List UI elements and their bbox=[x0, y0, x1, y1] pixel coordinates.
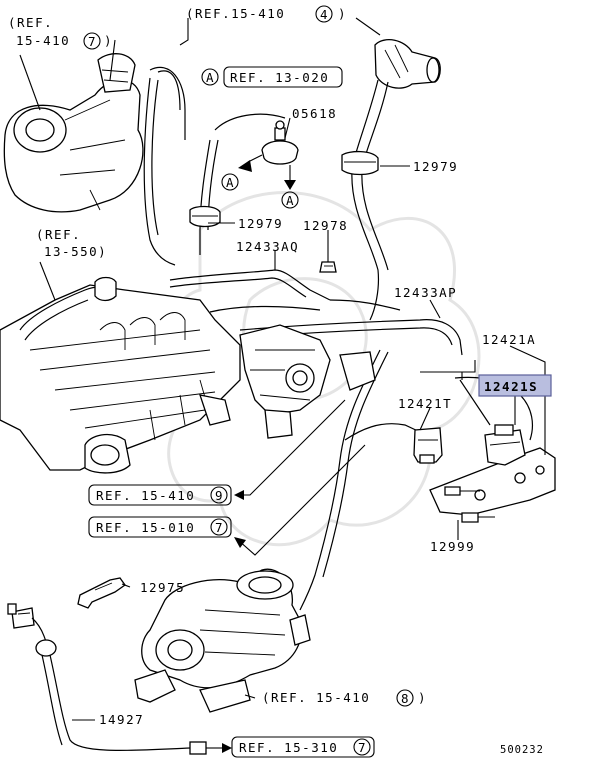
part-label-12999[interactable]: 12999 bbox=[430, 539, 475, 554]
arrow-down-icon bbox=[284, 180, 296, 190]
ref-text: (REF. bbox=[8, 15, 53, 30]
arrow-left-icon bbox=[238, 160, 252, 172]
part-label-12978[interactable]: 12978 bbox=[303, 218, 348, 233]
ref-number: 13-550) bbox=[44, 244, 107, 259]
ref-circle-number: 8 bbox=[401, 691, 410, 706]
marker-a-down: A bbox=[281, 191, 299, 209]
arrow-right-icon bbox=[222, 743, 232, 753]
marker-a: A bbox=[286, 193, 295, 208]
throttle-assembly bbox=[239, 324, 376, 439]
part-label-12975[interactable]: 12975 bbox=[140, 580, 185, 595]
top-fitting bbox=[374, 39, 441, 89]
ref-circle-number: 7 bbox=[215, 520, 224, 535]
ref-text: REF. 15-310 bbox=[239, 740, 338, 755]
part-label-12421S-highlight[interactable]: 12421S bbox=[478, 374, 552, 397]
ref-circle-number: 7 bbox=[358, 740, 367, 755]
intake-manifold bbox=[0, 276, 241, 474]
ref-text: REF. 15-010 bbox=[96, 520, 195, 535]
lower-turbocharger bbox=[134, 568, 311, 713]
clamps-12979 bbox=[189, 150, 379, 228]
ref-15-410-9[interactable]: REF. 15-410 9 bbox=[88, 484, 232, 506]
diagram-id: 500232 bbox=[500, 744, 544, 756]
arrow-left-icon bbox=[234, 490, 244, 500]
sensor-12421T bbox=[413, 427, 443, 464]
part-label-12979[interactable]: 12979 bbox=[413, 159, 458, 174]
part-label-12979[interactable]: 12979 bbox=[238, 216, 283, 231]
part-label-12421T[interactable]: 12421T bbox=[398, 396, 452, 411]
ref-close: ) bbox=[104, 33, 113, 48]
ref-close: ) bbox=[338, 6, 347, 21]
part-label-14927[interactable]: 14927 bbox=[99, 712, 144, 727]
upper-turbocharger bbox=[3, 53, 144, 213]
part-label-05618[interactable]: 05618 bbox=[292, 106, 337, 121]
ref-13-020[interactable]: A REF. 13-020 bbox=[201, 66, 343, 88]
ref-15-010-7[interactable]: REF. 15-010 7 bbox=[88, 516, 232, 538]
ref-number: 15-410 bbox=[16, 33, 70, 48]
solenoid-bracket bbox=[429, 424, 556, 516]
ref-text: (REF. bbox=[36, 227, 81, 242]
valve-05618 bbox=[238, 120, 299, 190]
part-label-12421A[interactable]: 12421A bbox=[482, 332, 536, 347]
ref-close: ) bbox=[418, 690, 427, 705]
ref-15-310-7[interactable]: REF. 15-310 7 bbox=[231, 736, 375, 758]
part-label-12421S: 12421S bbox=[484, 379, 538, 394]
marker-a-left: A bbox=[221, 173, 239, 191]
bracket-12975 bbox=[77, 577, 126, 609]
ref-top-left[interactable]: (REF. 15-410 7 ) bbox=[8, 15, 113, 50]
ref-13-550[interactable]: (REF. 13-550) bbox=[36, 227, 107, 259]
ref-circle-number: 4 bbox=[320, 7, 329, 22]
part-label-12433AQ[interactable]: 12433AQ bbox=[236, 239, 299, 254]
highlight-box bbox=[478, 374, 552, 397]
ref-15-410-8[interactable]: (REF. 15-410 8 ) bbox=[262, 689, 427, 707]
arrow-up-left-icon bbox=[234, 537, 246, 548]
ref-text: REF. 13-020 bbox=[230, 70, 329, 85]
ref-text: (REF. 15-410 bbox=[262, 690, 370, 705]
part-label-12433AP[interactable]: 12433AP bbox=[394, 285, 457, 300]
marker-a: A bbox=[206, 70, 215, 85]
ref-text: (REF.15-410 bbox=[186, 6, 285, 21]
ref-top-center[interactable]: (REF.15-410 4 ) bbox=[186, 5, 347, 23]
grommet-12978 bbox=[319, 261, 337, 273]
bolts-12999 bbox=[444, 486, 495, 523]
leader-lines bbox=[19, 17, 546, 721]
ref-text: REF. 15-410 bbox=[96, 488, 195, 503]
ref-circle-number: 9 bbox=[215, 488, 224, 503]
oxygen-sensor-harness bbox=[7, 603, 232, 755]
marker-a: A bbox=[226, 175, 235, 190]
ref-circle-number: 7 bbox=[88, 34, 97, 49]
